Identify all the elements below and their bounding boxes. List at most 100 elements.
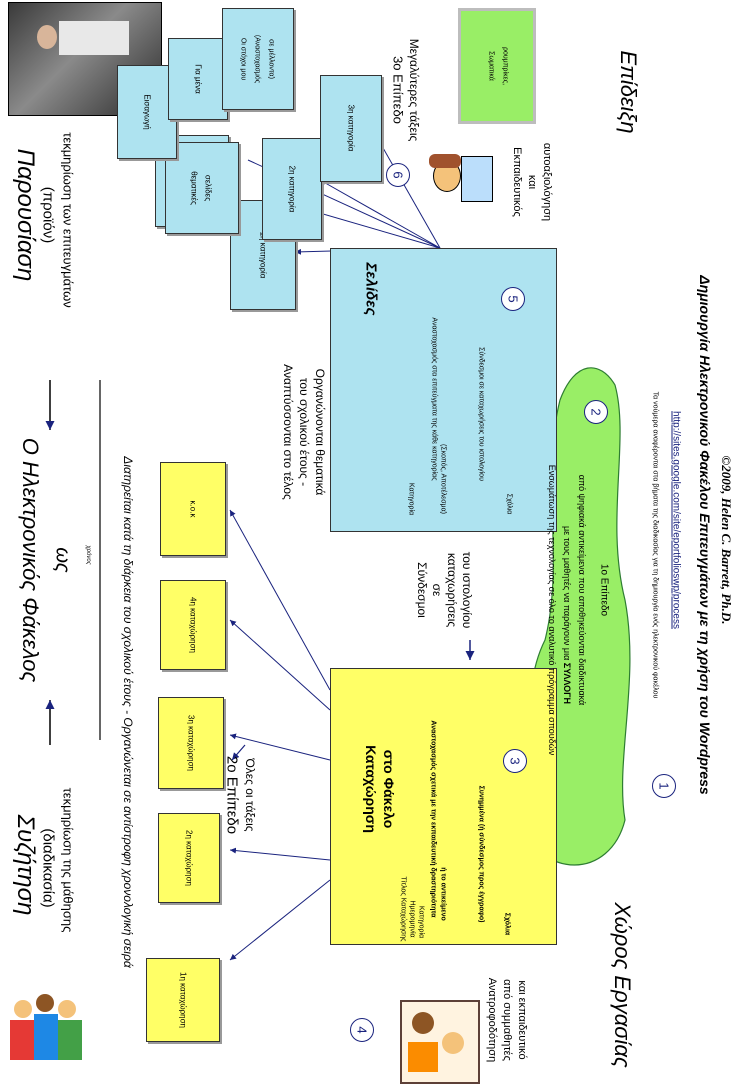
left-long-caption: Διατηρείται κατά τη διάρκεια του σχολικο…	[121, 456, 135, 968]
presenter-face	[37, 25, 57, 49]
entry-doc-2-label: 2η καταχώρηση	[184, 830, 194, 886]
links-caption-3: καταχωρήσεις	[445, 552, 459, 628]
goals-label-2: (Αναστοχασμός	[253, 34, 261, 84]
about-label: Για μένα	[193, 64, 203, 94]
category-doc-3-label: 3η κατηγορία	[346, 104, 356, 152]
links-caption-2: σε	[430, 583, 444, 597]
entry-box-line3: Κατηγορία	[417, 905, 425, 939]
entry-box-line4: Αναστοχασμός σχετικά με την εκπαιδευτική…	[429, 720, 437, 918]
arrow-entry-4	[229, 619, 331, 711]
discussion-caption: τεκμηρίωση της μάθησης	[60, 787, 76, 933]
presentation-sub: (προϊόν)	[39, 186, 57, 244]
entry-box-line5: ή το αντικείμενο	[439, 867, 447, 921]
arrow-entry-1	[229, 879, 331, 961]
step-badge-4: 4	[350, 1018, 374, 1042]
entry-doc-5-label: κ.ο.κ	[188, 500, 198, 518]
cloud-line2-b: ΣΥΛΛΟΓΗ	[562, 662, 572, 705]
rubrics-tablet: Σωματικά ρουμπρίκες,	[458, 8, 536, 124]
step-number-5: 5	[505, 295, 521, 303]
step-number-2: 2	[588, 408, 604, 416]
numbers-note: Τα νούμερα αναφέρονται στα βήματα της δι…	[651, 391, 659, 699]
entry-box: Καταχώρηση στο Φάκελο Τίτλος Καταχώρησης…	[330, 668, 557, 945]
entry-doc-1: 1η καταχώρηση	[146, 958, 220, 1042]
level2-sub: Όλες οι τάξεις	[243, 758, 257, 832]
developed-caption-3: Οργανώνονται θεματικά	[313, 368, 327, 496]
entry-doc-4-label: 4η καταχώρηση	[188, 597, 198, 653]
entry-box-title-2: στο Φάκελο	[381, 749, 397, 829]
goals-label-3: σε μέλλοντα)	[267, 39, 275, 79]
time-label: χρόνος	[85, 545, 91, 565]
entry-doc-2: 2η καταχώρηση	[158, 813, 220, 903]
cloud-line2-wrap: με τους μαθητές να παράγουν μια ΣΥΛΛΟΓΗ	[560, 526, 574, 704]
level2-title: 2ο Επίπεδο	[223, 755, 241, 835]
entry-box-title-1: Καταχώρηση	[363, 745, 379, 833]
pages-box-line1: Κατηγορία	[407, 482, 415, 516]
feedback-caption-1: Ανατροφοδότηση	[486, 977, 498, 1063]
about-doc: Για μένα	[168, 38, 228, 120]
step-badge-5: 5	[501, 287, 525, 311]
thematic-label-2: σελίδες	[203, 174, 213, 202]
main-title-as: ως	[51, 547, 74, 573]
step-badge-6: 6	[386, 163, 410, 187]
category-doc-3: 3η κατηγορία	[320, 75, 382, 182]
entry-box-line7: Σχόλια	[503, 912, 511, 936]
arrow-entry-5	[229, 509, 331, 691]
developed-caption-2: του σχολικού έτους -	[297, 377, 311, 487]
presenter-shirt	[59, 21, 129, 55]
entry-doc-3: 3η καταχώρηση	[158, 697, 224, 789]
cloud-line2: με τους μαθητές να παράγουν μια ΣΥΛΛΟΓΗ	[562, 526, 572, 704]
pages-box-title: Σελίδες	[362, 262, 380, 316]
step-badge-1: 1	[652, 774, 676, 798]
pages-box-line5: Σχόλια	[505, 493, 513, 515]
workspace-title: Χώρος Εργασίας	[610, 902, 635, 1068]
entry-box-line1: Τίτλος Καταχώρησης	[399, 876, 407, 942]
pages-box: Σελίδες Κατηγορία Αναστοχασμός στα επιτε…	[330, 248, 557, 532]
presentation-caption: τεκμηρίωση των επιτευγμάτων	[60, 132, 76, 308]
process-link[interactable]: http://sites.google.com/site/eportfolios…	[670, 411, 682, 629]
thematic-label-1: θεματικές	[189, 171, 199, 205]
entry-doc-4: 4η καταχώρηση	[160, 580, 226, 670]
step-number-1: 1	[656, 782, 672, 790]
entry-doc-3-label: 3η καταχώρηση	[186, 715, 196, 771]
step-badge-3: 3	[503, 749, 527, 773]
level3-title: 3ο Επίπεδο	[390, 56, 406, 124]
tablet-text-2: ρουμπρίκες,	[501, 46, 509, 86]
category-doc-2-label: 2η κατηγορία	[287, 165, 297, 213]
pages-box-line3: (Σκοπός, Αποτέλεσμα)	[439, 444, 447, 514]
footer-title: Δημιουργία Ηλεκτρονικού Φακέλου Επιτευγμ…	[697, 275, 713, 795]
feedback-caption-3: και εκπαιδευτικό	[516, 980, 528, 1060]
feedback-clipart	[400, 1000, 480, 1084]
arrow-entry-2	[229, 847, 331, 861]
main-title: Ο Ηλεκτρονικός Φάκελος	[18, 437, 43, 683]
cloud-line3: από ψηφιακά αντικείμενα που αποθηκεύοντα…	[577, 474, 587, 706]
teacher-caption-2: και	[526, 174, 538, 190]
developed-caption-1: Αναπτύσσονται στο τέλος	[281, 364, 295, 500]
footer-copyright: ©2009, Helen C. Barrett, Ph.D.	[719, 455, 734, 625]
links-caption-4: του ιστολογίου	[460, 551, 474, 629]
entry-doc-5: κ.ο.κ	[160, 462, 226, 556]
intro-label: Εισαγωγή	[142, 94, 152, 130]
students-clipart	[6, 990, 86, 1076]
entry-box-line6: Συνημμένα (ή σύνδεσμος προς έγγραφο)	[477, 785, 485, 923]
step-badge-2: 2	[584, 400, 608, 424]
entry-box-line2: Ημερομηνία	[408, 900, 416, 938]
cloud-line2-a: με τους μαθητές να παράγουν μια	[562, 525, 572, 661]
presentation-title: Παρουσίαση	[12, 148, 39, 282]
teacher-caption-3: αυτοαξιολόγηση	[541, 142, 553, 222]
goals-doc: Οι στόχοι μου (Αναστοχασμός σε μέλλοντα)	[222, 8, 294, 110]
category-doc-2: 2η κατηγορία	[262, 138, 322, 240]
discussion-sub: (διαδικασία)	[39, 828, 57, 908]
goals-label-1: Οι στόχοι μου	[239, 37, 247, 81]
feedback-caption-2: από συμμαθητές	[501, 979, 513, 1061]
thematic-doc-front: θεματικές σελίδες	[165, 142, 239, 234]
arrow-entry-3	[229, 733, 331, 761]
cloud-line4: 1ο Επίπεδο	[598, 563, 610, 617]
tablet-text-1: Σωματικά	[487, 51, 495, 81]
teacher-caption-1: Εκπαιδευτικός	[511, 147, 523, 217]
arrow-level2	[231, 744, 246, 761]
showcase-title: Επίδειξη	[616, 50, 641, 134]
teacher-clipart	[425, 150, 495, 205]
pages-box-line2: Αναστοχασμός στα επιτεύγματα της κάθε κα…	[430, 317, 438, 481]
discussion-title: Συζήτηση	[12, 814, 39, 916]
